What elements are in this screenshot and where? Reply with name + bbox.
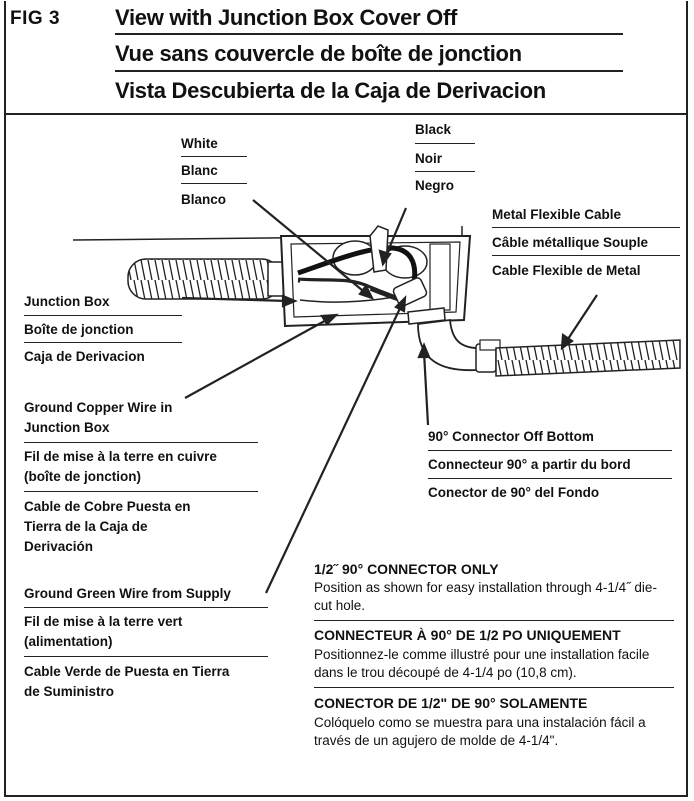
label-ground-copper-es-1: Cable de Cobre Puesta en: [24, 499, 191, 514]
label-ground-copper-fr-1: Fil de mise à la terre en cuivre: [24, 449, 217, 464]
label-connector-es: Conector de 90° del Fondo: [428, 485, 600, 500]
note-divider: [314, 687, 674, 688]
label-ground-copper-es-3: Derivación: [24, 539, 94, 554]
label-rule: [24, 442, 258, 443]
note-body-fr: Positionnez-le comme illustré pour une i…: [314, 647, 650, 680]
label-ground-copper-fr-2: (boîte de jonction): [24, 469, 141, 484]
right-flexible-cable: [495, 339, 681, 377]
title-french: Vue sans couvercle de boîte de jonction: [115, 41, 522, 66]
title-underline: [115, 70, 623, 72]
label-rule: [428, 450, 672, 451]
label-white-fr: Blanc: [181, 163, 218, 178]
label-connector-fr: Connecteur 90° a partir du bord: [428, 457, 631, 472]
note-body-en: Position as shown for easy installation …: [314, 580, 657, 613]
label-metal-cable-en: Metal Flexible Cable: [492, 207, 622, 222]
note-heading-fr: CONNECTEUR À 90° DE 1/2 PO UNIQUEMENT: [314, 627, 621, 643]
label-metal-cable-es: Cable Flexible de Metal: [492, 263, 641, 278]
label-junction-box-es: Caja de Derivacion: [24, 349, 145, 364]
title-english: View with Junction Box Cover Off: [115, 5, 458, 30]
label-ground-green-en: Ground Green Wire from Supply: [24, 586, 231, 601]
label-metal-cable-fr: Câble métallique Souple: [492, 235, 649, 250]
figure-frame: [4, 1, 688, 797]
label-junction-box-fr: Boîte de jonction: [24, 322, 134, 337]
label-rule: [492, 227, 680, 228]
header-divider: [4, 113, 688, 115]
label-ground-copper-es-2: Tierra de la Caja de: [24, 519, 148, 534]
label-rule: [24, 607, 268, 608]
label-black-es: Negro: [415, 178, 455, 193]
title-underline: [115, 33, 623, 35]
label-rule: [24, 491, 258, 492]
label-rule: [415, 171, 475, 172]
note-heading-es: CONECTOR DE 1/2" DE 90° SOLAMENTE: [314, 695, 588, 711]
label-ground-copper-en-1: Ground Copper Wire in: [24, 400, 173, 415]
note-heading-en: 1/2˝ 90° CONNECTOR ONLY: [314, 561, 499, 577]
label-black-en: Black: [415, 122, 452, 137]
label-rule: [24, 342, 182, 343]
label-rule: [181, 183, 247, 184]
label-connector-en: 90° Connector Off Bottom: [428, 429, 594, 444]
label-rule: [492, 255, 680, 256]
label-rule: [181, 156, 247, 157]
figure-number: FIG 3: [10, 8, 61, 29]
label-ground-green-fr-2: (alimentation): [24, 634, 113, 649]
label-rule: [428, 478, 672, 479]
label-ground-green-es-2: de Suministro: [24, 684, 115, 699]
label-ground-copper-en-2: Junction Box: [24, 420, 110, 435]
note-body-es: Colóquelo como se muestra para una insta…: [314, 715, 646, 748]
label-rule: [24, 315, 182, 316]
label-white-en: White: [181, 136, 218, 151]
label-white-es: Blanco: [181, 192, 227, 207]
left-flexible-cable: [127, 258, 281, 300]
label-junction-box-en: Junction Box: [24, 294, 110, 309]
label-black-fr: Noir: [415, 151, 442, 166]
title-spanish: Vista Descubierta de la Caja de Derivaci…: [115, 78, 546, 103]
label-rule: [415, 143, 475, 144]
label-ground-green-es-1: Cable Verde de Puesta en Tierra: [24, 664, 230, 679]
label-ground-green-fr-1: Fil de mise à la terre vert: [24, 614, 183, 629]
note-divider: [314, 620, 674, 621]
label-rule: [24, 656, 268, 657]
